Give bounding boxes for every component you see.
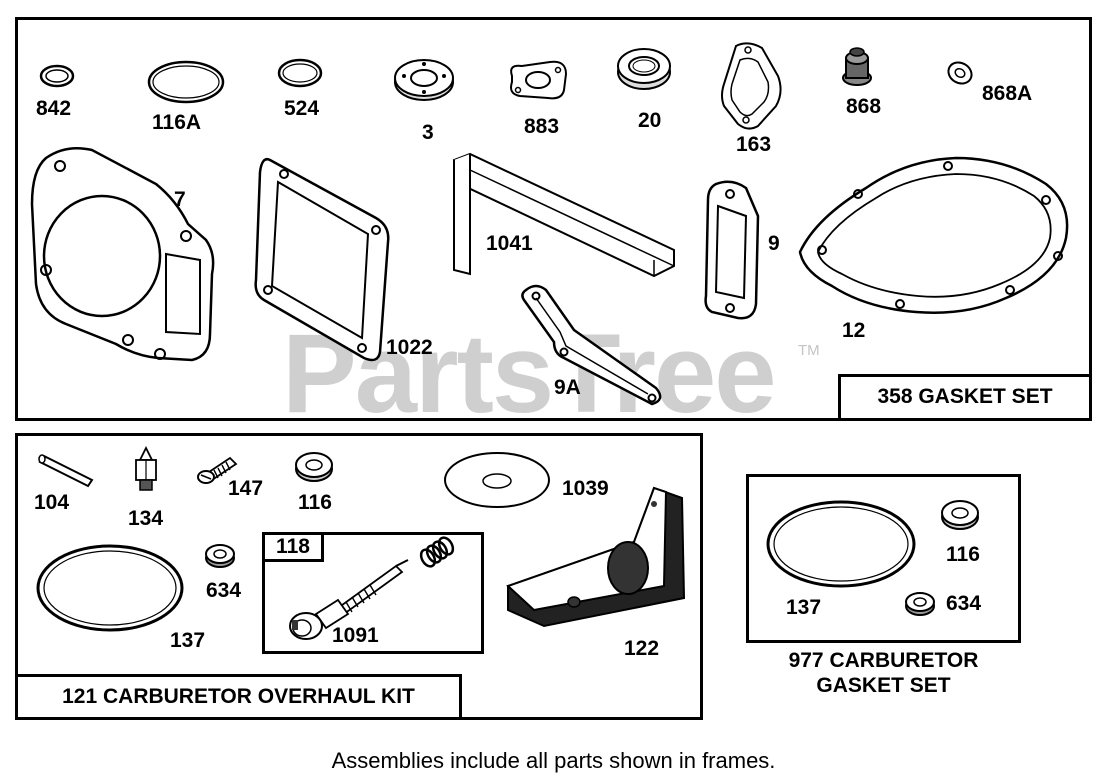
label-9: 9 <box>768 232 780 255</box>
footer-note: Assemblies include all parts shown in fr… <box>331 748 776 773</box>
part-9a-gasket[interactable] <box>516 282 668 408</box>
label-883: 883 <box>524 115 560 138</box>
label-134: 134 <box>128 507 164 530</box>
part-3-seal[interactable] <box>392 56 456 104</box>
part-1041-link[interactable] <box>450 152 678 278</box>
part-116-washer[interactable] <box>292 450 336 484</box>
part-7-head-gasket[interactable] <box>26 144 218 372</box>
trademark-mark: TM <box>798 342 820 359</box>
label-3: 3 <box>422 121 434 144</box>
label-634: 634 <box>206 579 242 602</box>
label-137-set: 137 <box>786 596 822 619</box>
part-868-plug[interactable] <box>840 44 874 88</box>
label-1091: 1091 <box>332 624 379 647</box>
label-20: 20 <box>638 109 662 132</box>
label-147: 147 <box>228 477 264 500</box>
overhaul-kit-title: 121 CARBURETOR OVERHAUL KIT <box>15 674 462 720</box>
part-spring[interactable] <box>414 534 462 570</box>
label-122: 122 <box>624 637 660 660</box>
part-20-seal[interactable] <box>614 44 674 94</box>
part-1022-gasket[interactable] <box>252 152 394 364</box>
part-883-gasket[interactable] <box>504 56 572 104</box>
label-12: 12 <box>842 319 866 342</box>
label-137: 137 <box>170 629 206 652</box>
part-842-oring[interactable] <box>38 62 76 90</box>
part-122-spacer[interactable] <box>504 486 690 630</box>
label-1022: 1022 <box>386 336 433 359</box>
gasket-set-frame <box>15 17 1092 421</box>
part-1091-mixture-screw[interactable] <box>280 556 414 642</box>
subassembly-118-frame <box>262 532 484 654</box>
label-104: 104 <box>34 491 70 514</box>
label-116a: 116A <box>152 111 202 134</box>
part-12-crankcase-gasket[interactable] <box>796 156 1078 316</box>
carb-gasket-set-title-line2: GASKET SET <box>816 673 951 697</box>
part-104-pin[interactable] <box>36 450 98 490</box>
part-134-needle[interactable] <box>130 445 162 496</box>
label-1039: 1039 <box>562 477 609 500</box>
label-868: 868 <box>846 95 882 118</box>
label-634-set: 634 <box>946 592 982 615</box>
label-868a: 868A <box>982 82 1033 105</box>
label-7: 7 <box>174 188 186 211</box>
label-116: 116 <box>298 491 332 514</box>
carb-gasket-set-title-line1: 977 CARBURETOR <box>788 649 979 673</box>
part-163-gasket[interactable] <box>718 40 786 132</box>
part-868a-washer[interactable] <box>944 58 976 88</box>
part-1039-diaphragm[interactable] <box>442 450 552 510</box>
part-137-oring[interactable] <box>34 542 186 634</box>
label-116-set: 116 <box>946 543 980 566</box>
part-137-oring-set[interactable] <box>764 498 918 590</box>
part-634-washer[interactable] <box>202 542 238 570</box>
part-147-screw[interactable] <box>196 452 240 486</box>
label-9a: 9A <box>554 376 581 399</box>
subassembly-118-title: 118 <box>262 532 324 562</box>
label-1041: 1041 <box>486 232 533 255</box>
label-163: 163 <box>736 133 772 156</box>
part-524-oring[interactable] <box>276 56 324 90</box>
label-524: 524 <box>284 97 320 120</box>
part-116-washer-set[interactable] <box>938 498 982 532</box>
gasket-set-title: 358 GASKET SET <box>838 374 1092 421</box>
part-9-gasket[interactable] <box>702 180 762 322</box>
label-842: 842 <box>36 97 72 120</box>
carb-gasket-set-title: 977 CARBURETOR GASKET SET <box>746 640 1021 704</box>
part-634-washer-set[interactable] <box>902 590 938 618</box>
part-116a-oring[interactable] <box>146 58 226 106</box>
